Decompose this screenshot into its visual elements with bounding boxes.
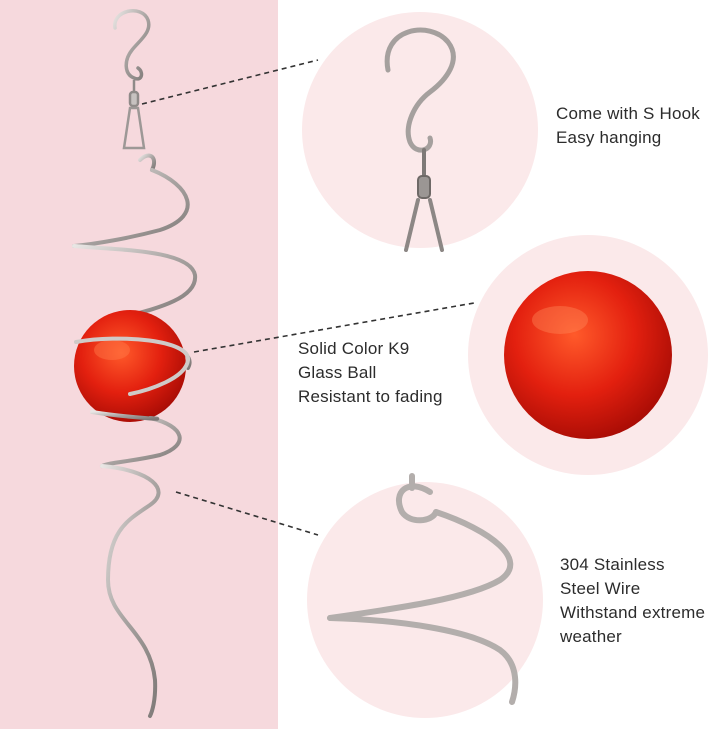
wire-over-ball bbox=[74, 336, 190, 396]
ball-caption-line-2: Glass Ball bbox=[298, 363, 377, 382]
wire-caption-line-1: 304 Stainless bbox=[560, 555, 665, 574]
wire-caption: 304 Stainless Steel Wire Withstand extre… bbox=[560, 553, 705, 649]
wire-caption-line-2: Steel Wire bbox=[560, 579, 641, 598]
ball-caption: Solid Color K9 Glass Ball Resistant to f… bbox=[298, 337, 443, 409]
hook-callout-line bbox=[141, 59, 319, 105]
ball-detail bbox=[504, 271, 672, 439]
ball-highlight bbox=[94, 340, 130, 360]
wire-below-ball bbox=[90, 410, 160, 421]
spiral-wire bbox=[72, 153, 198, 718]
red-glass-ball bbox=[74, 310, 186, 422]
ball-callout-line bbox=[193, 302, 475, 353]
wire-caption-line-3: Withstand extreme bbox=[560, 603, 706, 622]
ball-caption-line-1: Solid Color K9 bbox=[298, 339, 410, 358]
wire-detail bbox=[327, 473, 519, 705]
ball-caption-line-3: Resistant to fading bbox=[298, 387, 443, 406]
hook-caption-line-2: Easy hanging bbox=[556, 128, 662, 147]
swivel bbox=[122, 80, 146, 150]
hook-detail bbox=[384, 27, 456, 252]
hook-detail-circle bbox=[302, 12, 538, 248]
s-hook bbox=[113, 9, 151, 81]
wire-caption-line-4: weather bbox=[560, 627, 622, 646]
hook-caption: Come with S Hook Easy hanging bbox=[556, 102, 700, 150]
ball-detail-highlight bbox=[532, 306, 588, 334]
callout-lines bbox=[141, 59, 475, 536]
wire-callout-line bbox=[175, 491, 319, 536]
hook-caption-line-1: Come with S Hook bbox=[556, 104, 700, 123]
